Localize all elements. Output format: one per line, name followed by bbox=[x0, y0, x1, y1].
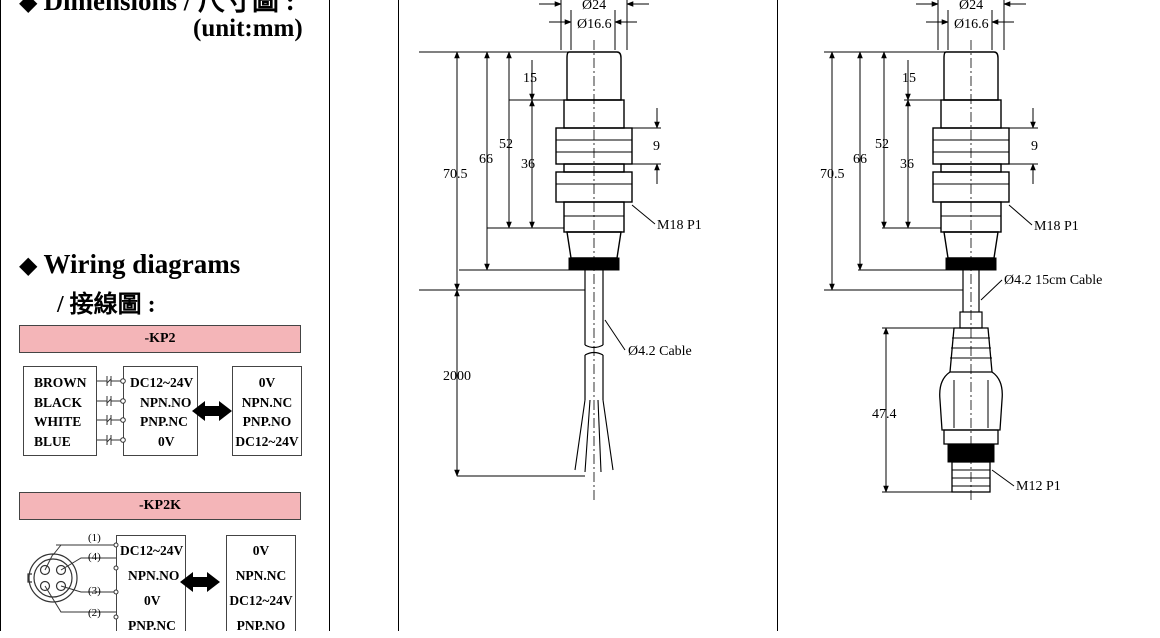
kp2k-load-terminals: 0V NPN.NC DC12~24V PNP.NO bbox=[226, 535, 296, 633]
cable-length-label: 2000 bbox=[443, 369, 471, 384]
hex-width-9-label: 9 bbox=[1031, 139, 1038, 154]
terminal-label: DC12~24V bbox=[120, 543, 184, 558]
terminal-label: PNP.NO bbox=[236, 618, 286, 633]
thread-label: M18 P1 bbox=[657, 218, 702, 233]
left-panel: ◆Dimensions / 尺寸圖 : (unit:mm) ◆Wiring di… bbox=[0, 0, 330, 633]
cable-type-drawing: Ø24 Ø16.6 70.5 66 52 36 15 9 M18 P1 Ø4.2… bbox=[419, 0, 702, 500]
diamond-bullet-icon: ◆ bbox=[19, 0, 38, 16]
terminal-label: NPN.NC bbox=[241, 394, 293, 410]
terminal-label: NPN.NO bbox=[140, 394, 192, 410]
wire-label: BROWN bbox=[34, 375, 87, 390]
kp2-title-bar: -KP2 bbox=[19, 325, 301, 353]
kp2-double-arrow-icon bbox=[192, 401, 232, 421]
length-70-5-label: 70.5 bbox=[820, 167, 845, 182]
cable-type-drawing-panel: Ø24 Ø16.6 70.5 66 52 36 15 9 M18 P1 Ø4.2… bbox=[398, 0, 778, 631]
wire-label: BLACK bbox=[34, 394, 83, 410]
length-52-label: 52 bbox=[875, 137, 889, 152]
length-66-label: 66 bbox=[853, 152, 867, 167]
switch-symbol-icon bbox=[97, 396, 126, 406]
inner-diameter-label: Ø16.6 bbox=[954, 17, 989, 32]
diamond-bullet-icon: ◆ bbox=[19, 253, 38, 279]
outer-diameter-label: Ø24 bbox=[959, 0, 983, 13]
outer-diameter-label: Ø24 bbox=[582, 0, 606, 13]
terminal-label: 0V bbox=[144, 593, 161, 608]
kp2k-pin-numbers: (1) (4) (3) (2) bbox=[88, 532, 101, 619]
connector-type-drawing-panel: Ø24 Ø16.6 70.5 66 52 36 15 9 M18 P1 Ø4.2… bbox=[777, 0, 1160, 631]
kp2k-sensor-terminals: DC12~24V NPN.NO 0V PNP.NC bbox=[116, 535, 186, 633]
terminal-label: DC12~24V bbox=[229, 593, 293, 608]
pin-number: (4) bbox=[88, 551, 101, 563]
connector-thread-label: M12 P1 bbox=[1016, 479, 1061, 494]
thread-label: M18 P1 bbox=[1034, 219, 1079, 234]
terminal-label: DC12~24V bbox=[130, 375, 194, 390]
switch-symbol-icon bbox=[97, 435, 126, 445]
length-15-label: 15 bbox=[902, 71, 916, 86]
length-15-label: 15 bbox=[523, 71, 537, 86]
kp2k-pin-lines bbox=[44, 542, 119, 620]
unit-label: (unit:mm) bbox=[193, 15, 303, 42]
terminal-label: PNP.NO bbox=[242, 414, 292, 429]
pin-number: (3) bbox=[88, 585, 101, 597]
switch-symbol-icon bbox=[97, 376, 126, 386]
connector-type-drawing: Ø24 Ø16.6 70.5 66 52 36 15 9 M18 P1 Ø4.2… bbox=[820, 0, 1102, 500]
kp2k-double-arrow-icon bbox=[180, 572, 220, 592]
length-66-label: 66 bbox=[479, 152, 493, 167]
m12-connector-icon bbox=[27, 553, 78, 603]
terminal-label: 0V bbox=[258, 375, 276, 390]
pin-number: (2) bbox=[88, 607, 101, 619]
switch-symbol-icon bbox=[97, 415, 126, 425]
terminal-label: PNP.NC bbox=[140, 414, 188, 429]
length-36-label: 36 bbox=[521, 157, 535, 172]
length-36-label: 36 bbox=[900, 157, 914, 172]
terminal-label: DC12~24V bbox=[235, 433, 299, 449]
inner-diameter-label: Ø16.6 bbox=[577, 17, 612, 32]
wiring-subheading: / 接線圖 : bbox=[57, 292, 156, 318]
cable-label: Ø4.2 Cable bbox=[628, 344, 692, 359]
kp2-wire-colors: BROWN BLACK WHITE BLUE bbox=[23, 366, 97, 456]
kp2-sensor-terminals: DC12~24V NPN.NO PNP.NC 0V bbox=[123, 366, 198, 456]
wiring-heading: ◆Wiring diagrams bbox=[19, 249, 241, 279]
length-70-5-label: 70.5 bbox=[443, 167, 468, 182]
dimensions-heading: ◆Dimensions / 尺寸圖 : bbox=[19, 0, 295, 18]
kp2k-title-bar: -KP2K bbox=[19, 492, 301, 520]
kp2-wire-lines bbox=[97, 376, 126, 445]
length-52-label: 52 bbox=[499, 137, 513, 152]
connector-length-label: 47.4 bbox=[872, 407, 897, 422]
pin-number: (1) bbox=[88, 532, 101, 544]
wire-label: WHITE bbox=[34, 414, 82, 429]
hex-width-9-label: 9 bbox=[653, 139, 660, 154]
terminal-label: NPN.NO bbox=[128, 568, 180, 583]
terminal-label: 0V bbox=[252, 543, 270, 558]
wire-label: BLUE bbox=[34, 433, 71, 449]
terminal-label: PNP.NC bbox=[128, 618, 176, 633]
terminal-label: NPN.NC bbox=[235, 568, 287, 583]
kp2-load-terminals: 0V NPN.NC PNP.NO DC12~24V bbox=[232, 366, 302, 456]
terminal-label: 0V bbox=[158, 433, 175, 449]
cable-label: Ø4.2 15cm Cable bbox=[1004, 273, 1102, 288]
